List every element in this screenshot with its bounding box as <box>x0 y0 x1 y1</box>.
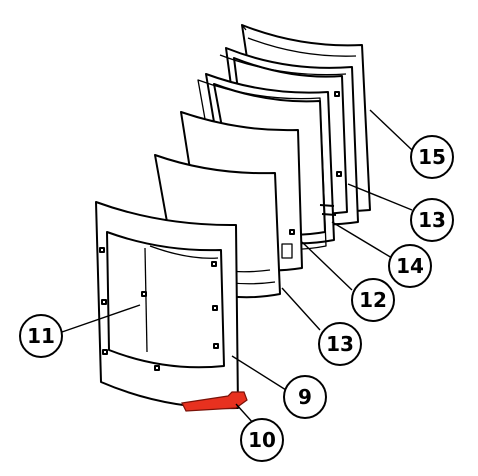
svg-text:15: 15 <box>418 145 446 169</box>
callout-13-rear: 13 <box>410 198 454 242</box>
part-11-door-frame <box>95 201 239 410</box>
svg-text:14: 14 <box>396 254 424 278</box>
svg-text:12: 12 <box>359 288 387 312</box>
part-10-handle <box>181 391 248 412</box>
callout-12: 12 <box>351 278 395 322</box>
callout-9: 9 <box>283 375 327 419</box>
callout-11: 11 <box>19 314 63 358</box>
callout-13-front: 13 <box>318 322 362 366</box>
callout-14: 14 <box>388 244 432 288</box>
callout-15: 15 <box>410 135 454 179</box>
leader-lines <box>61 109 413 425</box>
svg-text:9: 9 <box>298 385 312 409</box>
callout-10: 10 <box>240 418 284 462</box>
svg-text:13: 13 <box>418 208 446 232</box>
svg-text:10: 10 <box>248 428 276 452</box>
svg-text:13: 13 <box>326 332 354 356</box>
svg-text:11: 11 <box>27 324 55 348</box>
